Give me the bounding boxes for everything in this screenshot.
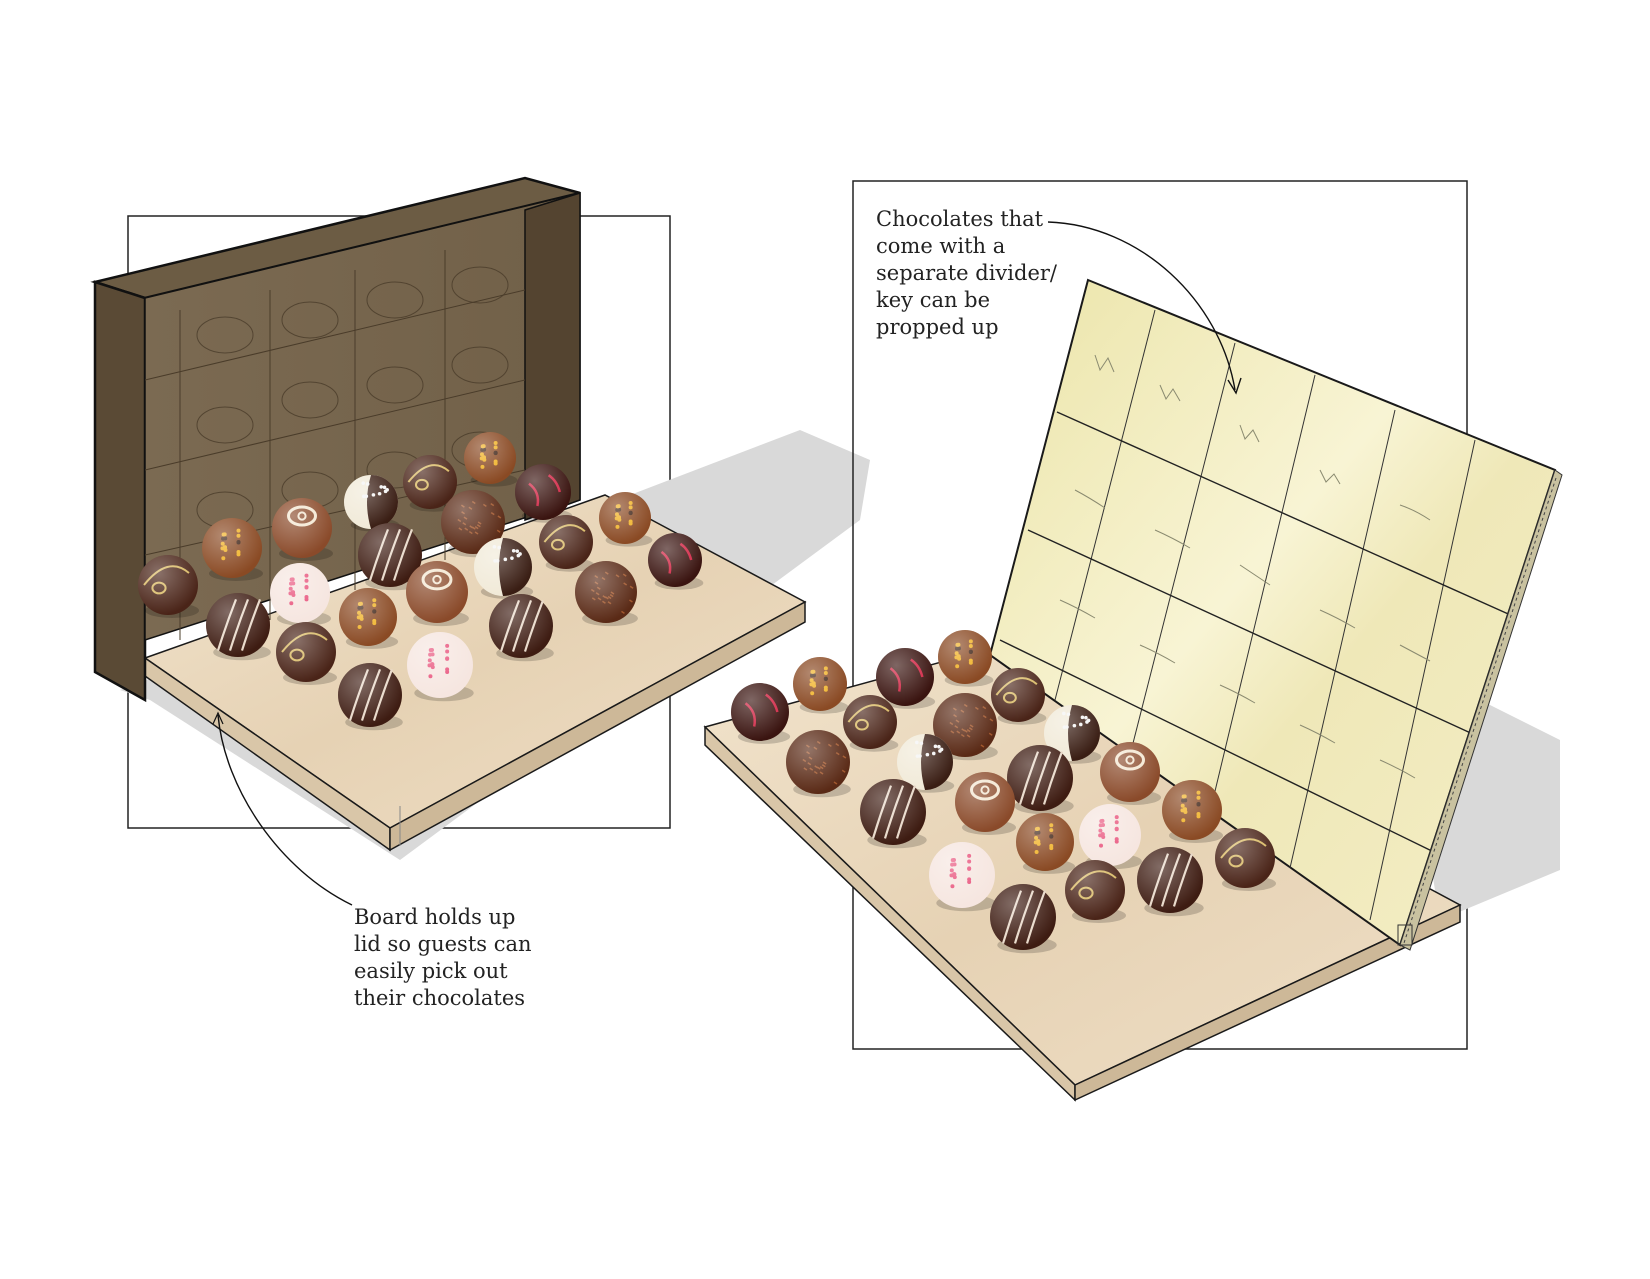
annotation-line: Chocolates that: [876, 207, 1044, 231]
chocolate-dark-stripe: [338, 663, 403, 731]
chocolate-dark-red: [731, 683, 791, 744]
chocolate-dark-stripe: [1137, 847, 1204, 917]
chocolate-white-dipped: [1044, 705, 1102, 764]
chocolate-dark-red: [876, 648, 936, 709]
annotation-line: their chocolates: [354, 986, 526, 1010]
chocolate-milk-swirl: [406, 561, 469, 627]
chocolate-pink-white: [1079, 804, 1142, 870]
chocolate-pink-white: [929, 842, 996, 912]
chocolate-milk-sprinkle: [1162, 780, 1223, 843]
chocolate-milk-sprinkle: [202, 518, 263, 581]
chocolate-dark-red: [648, 533, 704, 590]
chocolate-dark-stripe: [206, 593, 271, 661]
annotation-line: Board holds up: [354, 905, 516, 929]
right-leader-line: [1047, 221, 1236, 391]
chocolate-shaved-truffle: [933, 693, 998, 761]
chocolate-dark-gold-swirl: [1215, 828, 1276, 891]
chocolate-pink-white: [270, 563, 331, 626]
chocolate-dark-stripe: [489, 594, 554, 662]
chocolate-milk-sprinkle: [793, 657, 849, 714]
right-chocolate-tray: [731, 630, 1276, 954]
chocolate-dark-stripe: [860, 779, 927, 849]
chocolate-white-dipped: [897, 734, 955, 793]
chocolate-shaved-truffle: [575, 561, 638, 627]
annotation-line: easily pick out: [354, 959, 508, 983]
chocolate-dark-stripe: [990, 884, 1057, 954]
chocolate-milk-sprinkle: [339, 588, 399, 649]
chocolate-milk-sprinkle: [599, 492, 653, 547]
left-leader-line: [217, 714, 353, 906]
annotation-board-holds-lid: Board holds up lid so guests can easily …: [354, 904, 532, 1012]
chocolate-milk-swirl: [1100, 742, 1161, 805]
chocolate-milk-sprinkle: [464, 432, 518, 487]
annotation-line: separate divider/: [876, 261, 1057, 285]
chocolate-pink-white: [407, 632, 474, 702]
chocolate-milk-sprinkle: [1016, 813, 1076, 874]
chocolate-milk-sprinkle: [938, 630, 994, 687]
annotation-line: lid so guests can: [354, 932, 532, 956]
chocolate-dark-gold-swirl: [991, 668, 1047, 725]
chocolate-white-dipped: [344, 475, 400, 532]
left-concept: [90, 176, 870, 906]
right-concept: [703, 180, 1563, 1102]
chocolate-dark-gold-swirl: [539, 515, 595, 572]
left-board: [143, 494, 807, 852]
chocolate-shaved-truffle: [786, 730, 851, 798]
left-chocolate-tray: [138, 432, 704, 731]
chocolate-dark-gold-swirl: [138, 555, 199, 618]
chocolate-dark-stripe: [1007, 745, 1074, 815]
chocolate-dark-stripe: [358, 523, 423, 591]
chocolate-dark-gold-swirl: [1065, 860, 1126, 923]
chocolate-milk-swirl: [272, 498, 333, 561]
chocolate-milk-swirl: [955, 772, 1016, 835]
chocolate-dark-gold-swirl: [276, 622, 337, 685]
chocolate-dark-gold-swirl: [403, 455, 459, 512]
divider-card: [988, 278, 1563, 951]
chocolate-white-dipped: [474, 538, 534, 599]
annotation-line: key can be: [876, 288, 991, 312]
annotation-line: come with a: [876, 234, 1006, 258]
annotation-divider-key: Chocolates that come with a separate div…: [876, 206, 1057, 341]
chocolate-dark-gold-swirl: [843, 695, 899, 752]
annotation-line: propped up: [876, 315, 999, 339]
chocolate-shaved-truffle: [441, 490, 506, 558]
